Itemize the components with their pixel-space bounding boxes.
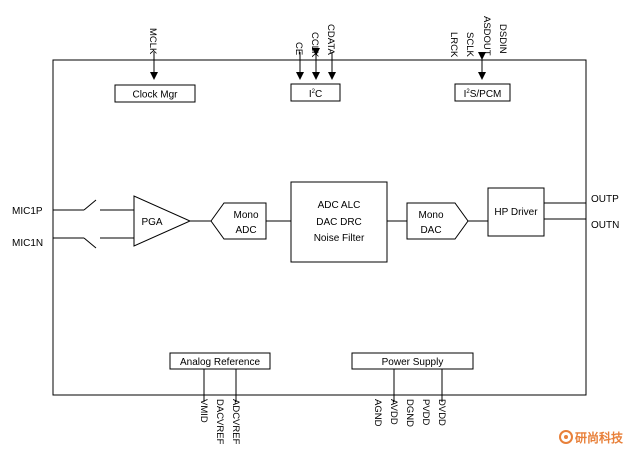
- pin-avdd: AVDD: [388, 399, 399, 425]
- watermark-text: 研尚科技: [575, 430, 624, 445]
- i2c-box: [290, 83, 341, 102]
- pga-amplifier: [133, 195, 192, 247]
- i2s-pcm-label: I2S/PCM: [464, 89, 502, 100]
- watermark-logo-icon: [559, 430, 573, 444]
- i2c-label: I2C: [309, 89, 322, 100]
- pin-ce: CE: [293, 42, 304, 55]
- pin-dgnd: DGND: [404, 399, 415, 427]
- pin-asdout: ASDOUT: [481, 16, 492, 56]
- mic1p-switch: [83, 199, 97, 211]
- mono-adc-label-1: Mono: [233, 210, 258, 221]
- pin-vmid: VMID: [198, 399, 209, 423]
- pin-mclk: MCLK: [147, 28, 158, 55]
- pin-outn: OUTN: [591, 220, 619, 231]
- mono-dac-label-2: DAC: [420, 225, 441, 236]
- analog-reference-label: Analog Reference: [180, 357, 260, 368]
- dsp-label-2: DAC DRC: [316, 217, 362, 228]
- mono-adc-label-2: ADC: [235, 225, 256, 236]
- pin-dacvref: DACVREF: [214, 399, 225, 445]
- hp-driver-block: [487, 187, 545, 237]
- pin-adcvref: ADCVREF: [230, 399, 241, 445]
- i2s-pcm-box: [454, 83, 511, 102]
- pin-dsdin: DSDIN: [497, 24, 508, 54]
- pin-agnd: AGND: [372, 399, 383, 427]
- pin-sclk: SCLK: [464, 32, 475, 57]
- pin-cdata: CDATA: [325, 24, 336, 55]
- pin-mic1p: MIC1P: [12, 206, 43, 217]
- mono-dac-block: [406, 202, 469, 240]
- hp-driver-label: HP Driver: [494, 207, 538, 218]
- pin-outp: OUTP: [591, 194, 619, 205]
- mic1n-switch: [83, 237, 97, 249]
- analog-reference-box: [169, 352, 271, 370]
- pin-pvdd: PVDD: [420, 399, 431, 426]
- clock-mgr-label: Clock Mgr: [132, 90, 178, 101]
- pin-dvdd: DVDD: [436, 399, 447, 426]
- power-supply-box: [351, 352, 474, 370]
- dsp-label-3: Noise Filter: [314, 233, 365, 244]
- watermark: 研尚科技: [559, 430, 624, 445]
- pin-mic1n: MIC1N: [12, 238, 43, 249]
- pin-lrck: LRCK: [448, 32, 459, 58]
- power-supply-label: Power Supply: [382, 357, 444, 368]
- pga-label: PGA: [141, 217, 162, 228]
- mono-dac-label-1: Mono: [418, 210, 443, 221]
- pin-cclk: CCLK: [309, 32, 320, 58]
- dsp-block: [290, 181, 388, 263]
- clock-mgr-box: [114, 84, 196, 103]
- dsp-label-1: ADC ALC: [318, 200, 361, 211]
